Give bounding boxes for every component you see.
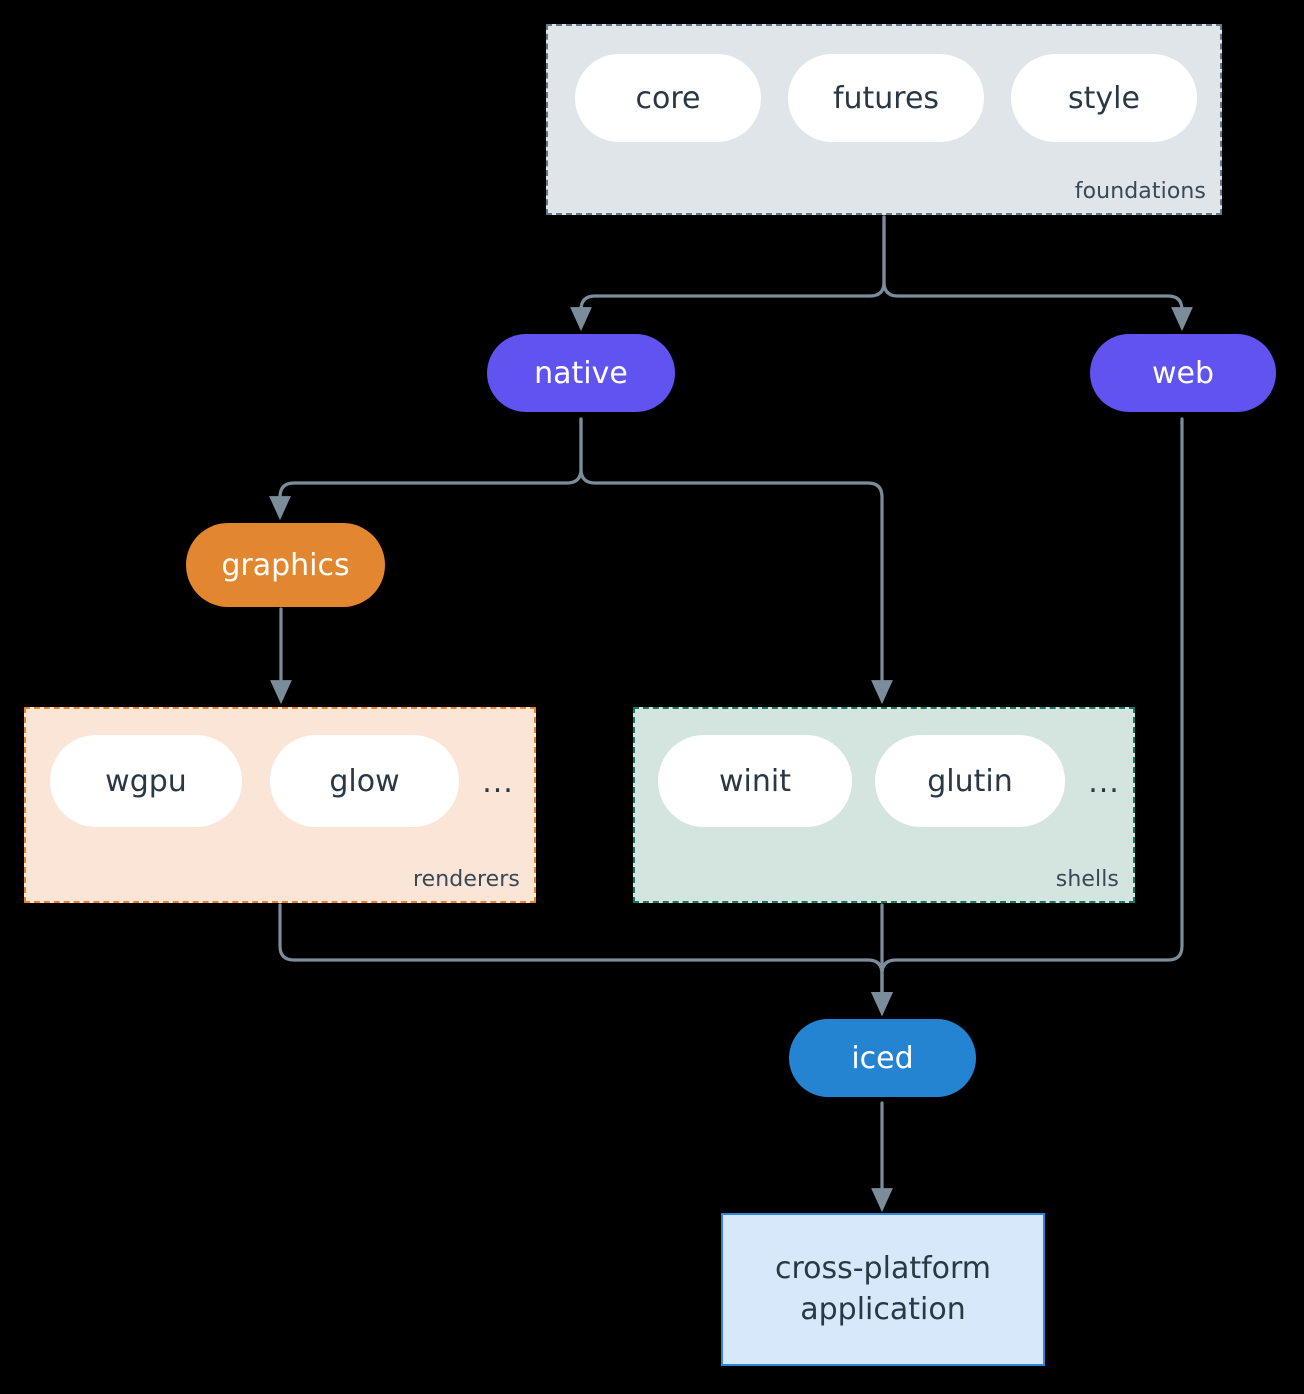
group-foundations: core futures style foundations <box>546 24 1222 215</box>
edge-renderers-iced <box>278 903 893 1017</box>
node-style[interactable]: style <box>1011 54 1197 142</box>
node-graphics[interactable]: graphics <box>186 523 385 607</box>
node-glow[interactable]: glow <box>270 735 459 827</box>
node-winit[interactable]: winit <box>658 735 852 827</box>
node-web-label: web <box>1151 355 1215 391</box>
node-native[interactable]: native <box>487 334 675 412</box>
node-futures-label: futures <box>832 80 940 116</box>
shells-more-ellipsis: ... <box>1088 764 1120 800</box>
group-renderers: wgpu glow ... renderers <box>24 707 536 903</box>
node-cross-platform-application[interactable]: cross-platform application <box>721 1213 1045 1366</box>
node-graphics-label: graphics <box>221 547 350 583</box>
edge-native-shells <box>579 417 893 705</box>
application-label-line1: cross-platform <box>774 1251 992 1286</box>
group-foundations-label: foundations <box>1074 179 1206 204</box>
edge-native-graphics <box>269 417 583 521</box>
group-renderers-label: renderers <box>412 867 520 892</box>
node-iced-label: iced <box>851 1040 914 1076</box>
node-style-label: style <box>1068 80 1140 116</box>
node-web[interactable]: web <box>1090 334 1276 412</box>
node-futures[interactable]: futures <box>788 54 984 142</box>
edge-foundations-web <box>882 215 1193 332</box>
group-shells-label: shells <box>1055 867 1119 892</box>
node-core[interactable]: core <box>575 54 761 142</box>
group-shells: winit glutin ... shells <box>633 707 1135 903</box>
application-label-line2: application <box>800 1291 966 1327</box>
node-native-label: native <box>534 355 628 391</box>
node-iced[interactable]: iced <box>789 1019 976 1097</box>
node-glutin[interactable]: glutin <box>875 735 1065 827</box>
node-glutin-label: glutin <box>927 763 1013 799</box>
edge-foundations-native <box>570 215 886 332</box>
node-wgpu-label: wgpu <box>105 763 187 799</box>
node-core-label: core <box>635 80 701 116</box>
node-wgpu[interactable]: wgpu <box>50 735 242 827</box>
node-glow-label: glow <box>329 763 400 799</box>
node-winit-label: winit <box>719 763 791 799</box>
renderers-more-ellipsis: ... <box>482 764 514 800</box>
